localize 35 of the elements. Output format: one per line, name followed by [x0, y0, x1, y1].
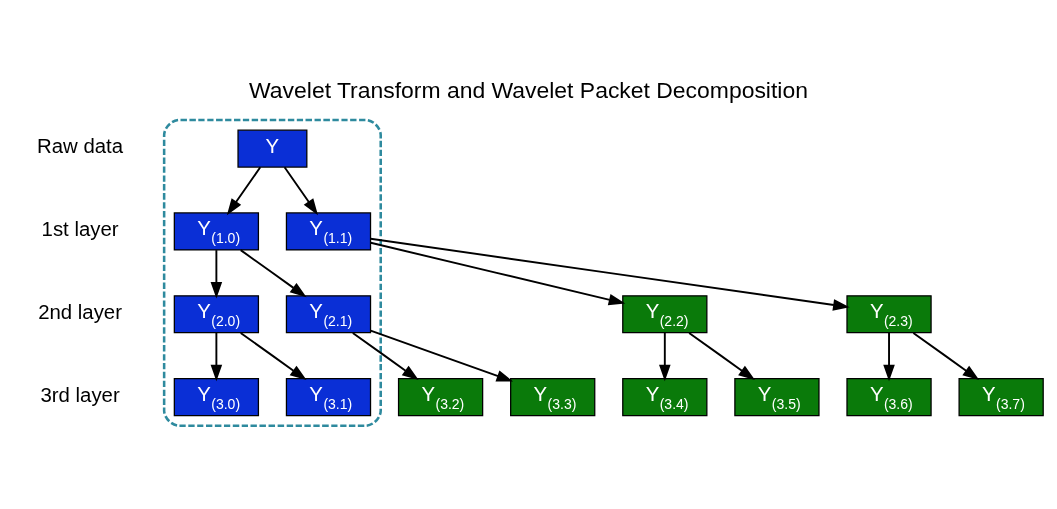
node-box: Y$_{(1.0)}$ — [173, 211, 260, 251]
node-box: Y$_{(2.3)}$ — [846, 294, 932, 333]
arrow — [226, 165, 262, 215]
arrow — [283, 165, 318, 215]
arrow — [369, 237, 850, 311]
node-box: Y$_{(2.1)}$ — [285, 294, 372, 333]
label: 2nd layer — [38, 300, 122, 323]
node-box: Y$_{(2.0)}$ — [173, 294, 260, 333]
label: Raw data — [37, 134, 124, 157]
node-box: Y$_{(3.6)}$ — [846, 377, 932, 416]
arrow — [351, 331, 419, 380]
diagram-title: Wavelet Transform and Wavelet Packet Decomposition — [249, 76, 808, 103]
arrow — [369, 241, 626, 305]
arrow — [912, 331, 980, 380]
arrow — [210, 248, 223, 298]
arrow — [659, 331, 671, 381]
arrow — [369, 329, 514, 382]
arrow — [688, 331, 755, 380]
cluster — [162, 118, 382, 427]
node-box: Y — [237, 129, 308, 168]
arrow — [239, 248, 307, 297]
node-box: Y$_{(3.3)}$ — [510, 377, 596, 416]
node-box: Y$_{(3.2)}$ — [397, 377, 484, 416]
node-box: Y$_{(1.1)}$ — [285, 211, 372, 251]
node-box: Y$_{(3.4)}$ — [622, 377, 708, 416]
node-box: Y$_{(3.1)}$ — [285, 377, 372, 416]
arrow — [239, 331, 307, 380]
label: 3rd layer — [40, 383, 120, 406]
node-box: Y$_{(3.0)}$ — [173, 377, 260, 416]
arrow — [883, 331, 895, 381]
node-box: Y$_{(3.5)}$ — [734, 377, 820, 416]
node-box: Y$_{(2.2)}$ — [622, 294, 708, 333]
node-box: Y$_{(3.7)}$ — [958, 377, 1044, 416]
label: 1st layer — [41, 217, 119, 240]
arrow — [210, 331, 223, 381]
